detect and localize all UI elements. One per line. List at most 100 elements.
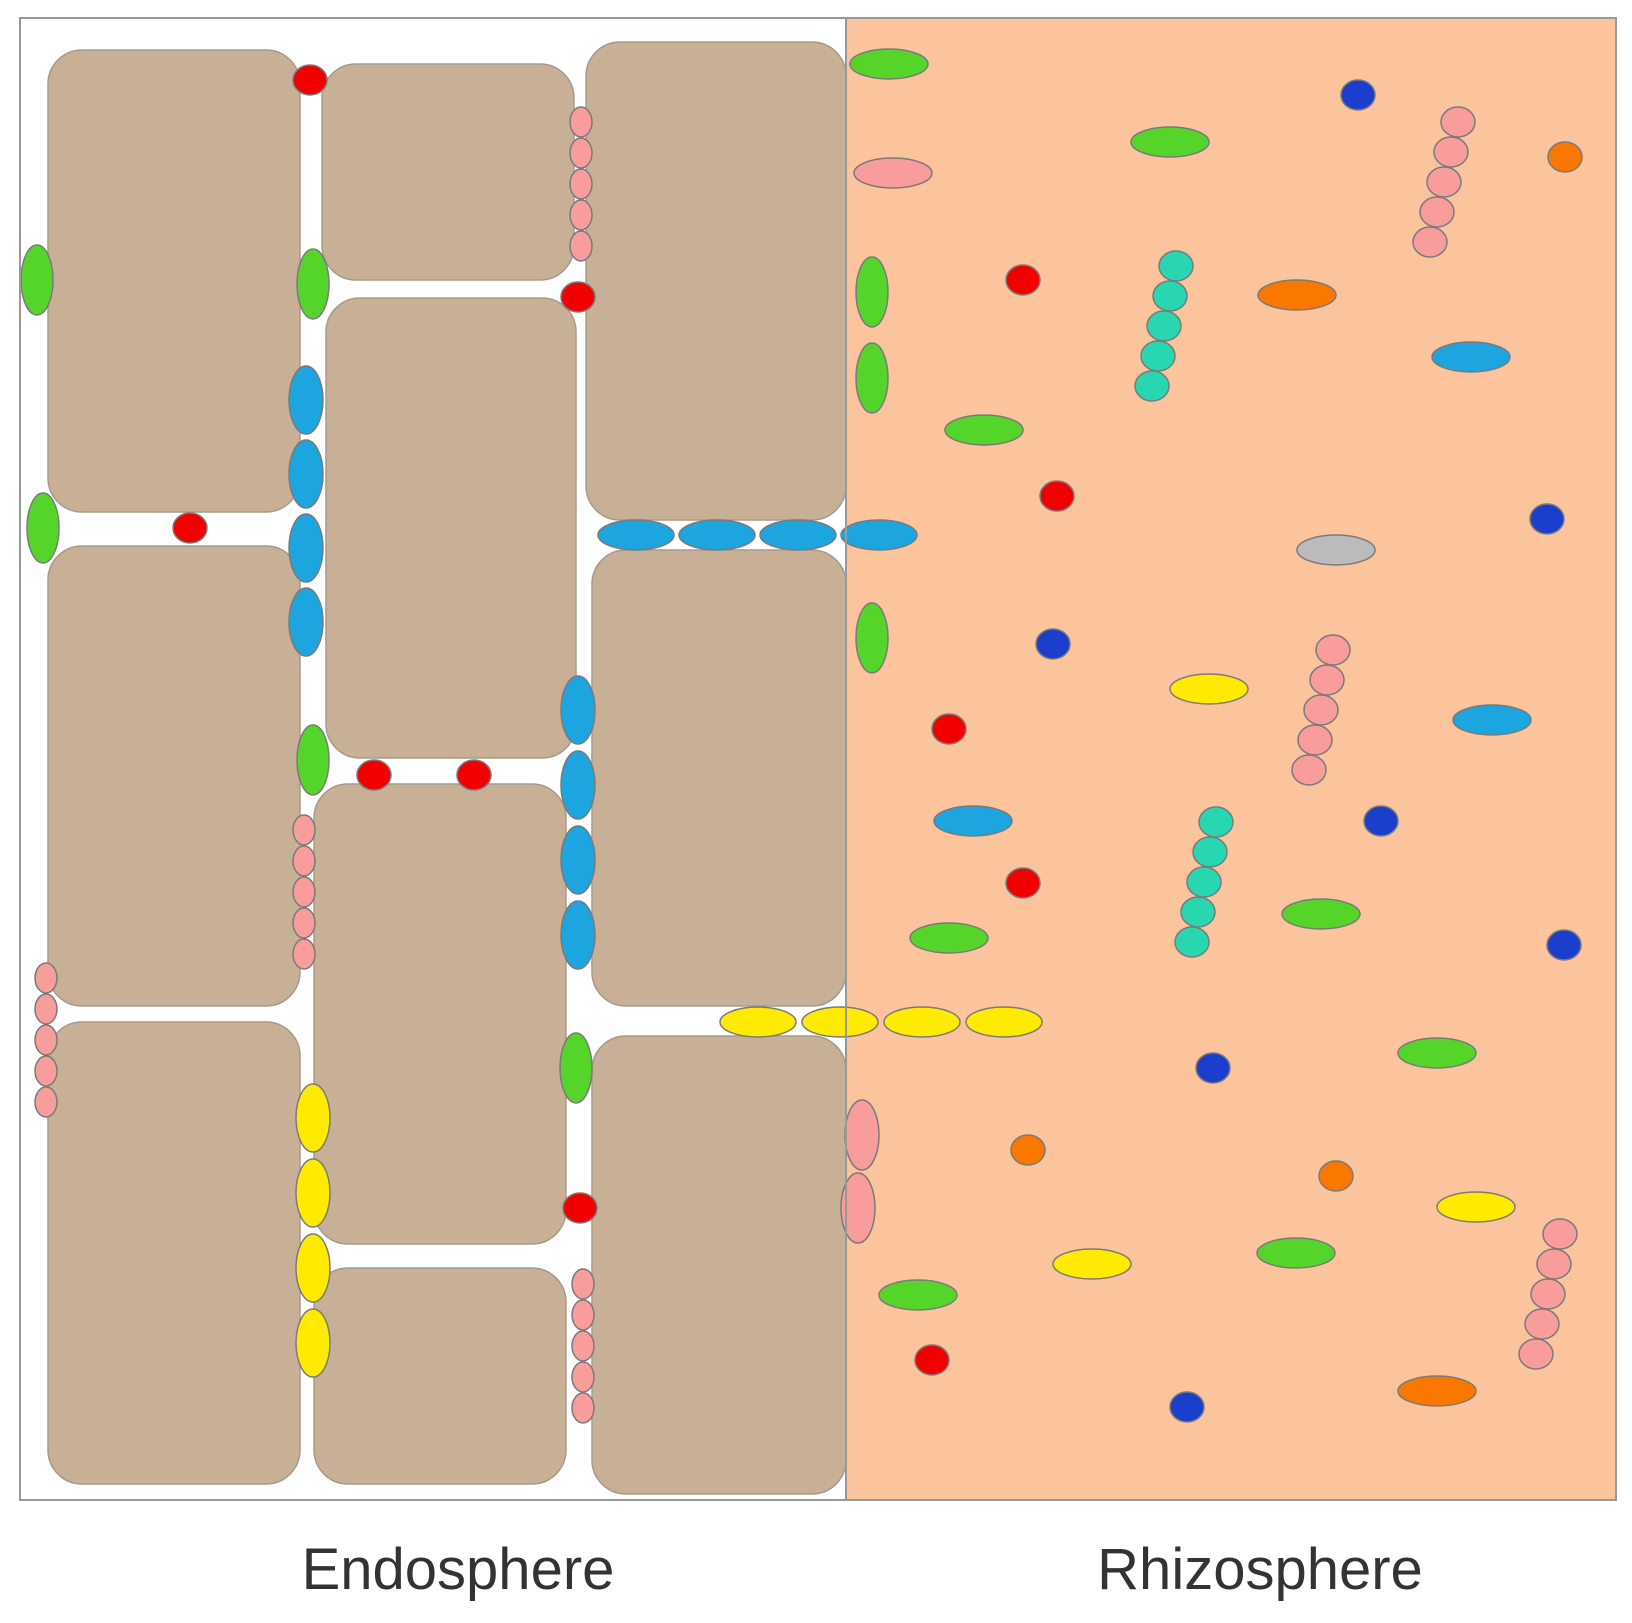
teal-coccus [1158,250,1194,282]
rhizosphere-label: Rhizosphere [1097,1537,1423,1602]
red-coccus [1039,480,1075,512]
yellow-bacillus [719,1006,797,1038]
root-cell [47,49,301,513]
red-coccus [292,64,328,96]
yellow-bacillus [1436,1191,1516,1223]
root-cell [313,783,567,1245]
dark-blue-coccus [1363,805,1399,837]
blue-bacillus [288,587,324,657]
blue-bacillus [560,900,596,970]
red-coccus [562,1192,598,1224]
blue-bacillus [1452,704,1532,736]
pink-microbe [34,1024,58,1056]
root-cell [591,549,847,1007]
pink-microbe [1309,664,1345,696]
root-cell [313,1267,567,1485]
pink-microbe [1426,166,1462,198]
gray-bacillus [1296,534,1376,566]
yellow-bacillus [965,1006,1043,1038]
dark-blue-coccus [1546,929,1582,961]
pink-microbe [292,938,316,970]
blue-bacillus [560,675,596,745]
pink-microbe [34,1086,58,1118]
orange-microbe [1397,1375,1477,1407]
teal-coccus [1134,370,1170,402]
blue-bacillus [288,365,324,435]
pink-microbe [1297,724,1333,756]
pink-microbe [1303,694,1339,726]
pink-microbe [844,1099,880,1171]
diagram-frame [19,17,1617,1501]
teal-coccus [1146,310,1182,342]
yellow-bacillus [883,1006,961,1038]
green-bacillus [849,48,929,80]
pink-microbe [569,230,593,262]
green-bacillus [1397,1037,1477,1069]
green-bacillus [878,1279,958,1311]
dark-blue-coccus [1529,503,1565,535]
pink-microbe [569,137,593,169]
blue-bacillus [759,519,837,551]
pink-microbe [1530,1278,1566,1310]
blue-bacillus [840,519,918,551]
pink-microbe [292,907,316,939]
red-coccus [356,759,392,791]
pink-microbe [853,157,933,189]
pink-microbe [1440,106,1476,138]
pink-microbe [569,106,593,138]
green-bacillus [296,248,330,320]
blue-bacillus [288,439,324,509]
teal-coccus [1140,340,1176,372]
pink-microbe [840,1172,876,1244]
pink-microbe [1419,196,1455,228]
root-cell [47,545,301,1007]
yellow-bacillus [295,1233,331,1303]
root-cell [321,63,575,281]
orange-microbe [1010,1134,1046,1166]
orange-microbe [1318,1160,1354,1192]
pink-microbe [571,1268,595,1300]
green-bacillus [1281,898,1361,930]
yellow-bacillus [295,1308,331,1378]
green-bacillus [559,1032,593,1104]
green-bacillus [26,492,60,564]
microbes [20,48,1583,1424]
pink-microbe [1542,1218,1578,1250]
blue-bacillus [597,519,675,551]
pink-microbe [571,1299,595,1331]
root-cell [585,41,847,521]
green-bacillus [20,244,54,316]
yellow-bacillus [295,1083,331,1153]
teal-coccus [1192,836,1228,868]
pink-microbe [34,1055,58,1087]
pink-microbe [569,168,593,200]
red-coccus [1005,264,1041,296]
teal-coccus [1174,926,1210,958]
red-coccus [1005,867,1041,899]
blue-bacillus [933,805,1013,837]
pink-microbe [1412,226,1448,258]
root-cell [325,297,577,759]
pink-microbe [292,845,316,877]
dark-blue-coccus [1169,1391,1205,1423]
blue-bacillus [560,825,596,895]
dark-blue-coccus [1035,628,1071,660]
orange-microbe [1547,141,1583,173]
yellow-bacillus [295,1158,331,1228]
pink-microbe [34,962,58,994]
pink-microbe [292,876,316,908]
pink-microbe [1536,1248,1572,1280]
pink-microbe [1524,1308,1560,1340]
orange-microbe [1257,279,1337,311]
dark-blue-coccus [1340,79,1376,111]
pink-microbe [1433,136,1469,168]
teal-coccus [1152,280,1188,312]
blue-bacillus [678,519,756,551]
pink-microbe [569,199,593,231]
teal-coccus [1186,866,1222,898]
red-coccus [456,759,492,791]
pink-microbe [1315,634,1351,666]
blue-bacillus [1431,341,1511,373]
teal-coccus [1180,896,1216,928]
